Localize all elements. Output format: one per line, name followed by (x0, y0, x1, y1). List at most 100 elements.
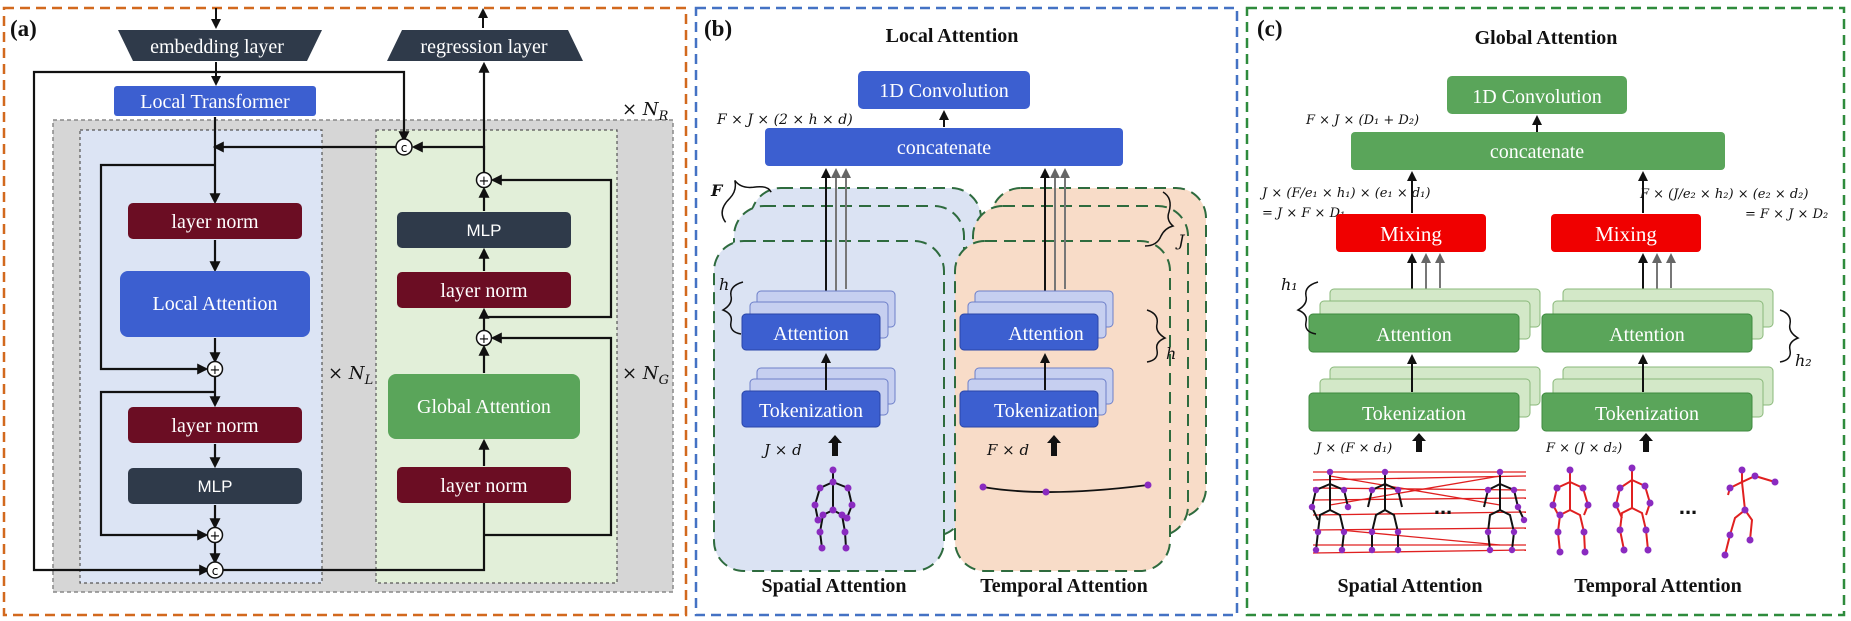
local-transformer-block (79, 129, 323, 584)
regression-layer-box (387, 30, 583, 61)
repeat-ng-label: × NG (622, 363, 669, 388)
skeleton-temporal (1549, 464, 1779, 559)
panel-c-border (1245, 6, 1846, 617)
repeat-nr-label: × NR (622, 99, 669, 124)
mlp-local-box (128, 468, 302, 504)
global-spatial-attention-label: Attention (1376, 324, 1452, 346)
global-transformer-block (375, 129, 618, 584)
global-concat-dim: F × J × (D₁ + D₂) (1305, 113, 1419, 128)
concat-node-bottom-symbol: c (212, 564, 219, 578)
mixing-temporal-label: Mixing (1595, 222, 1657, 246)
skeleton-mesh-spatial (1308, 468, 1528, 554)
layer-norm-3-label: layer norm (440, 475, 528, 497)
skeleton-spatial-joints (811, 466, 856, 552)
mlp-global-label: MLP (467, 221, 502, 240)
local-attention-label: Local Attention (153, 293, 278, 315)
concat-local-label: concatenate (897, 137, 991, 159)
spatial-tokenization-label: Tokenization (759, 400, 863, 422)
right-mixing-dim-1: F × (J/e₂ × h₂) × (e₂ × d₂) (1639, 187, 1808, 202)
conv1d-global-label: 1D Convolution (1472, 86, 1601, 108)
spatial-attention-caption: Spatial Attention (761, 575, 906, 597)
concat-local-box (765, 128, 1123, 166)
global-temporal-caption: Temporal Attention (1574, 575, 1742, 597)
conv1d-local-label: 1D Convolution (879, 80, 1008, 102)
temporal-attention-label: Attention (1008, 323, 1084, 345)
global-temporal-attention-box (1541, 313, 1753, 353)
temporal-tokenization-box (959, 390, 1099, 428)
panel-a-label: (a) (10, 16, 37, 41)
local-attention-box (120, 271, 310, 337)
add-node-2-symbol: + (210, 529, 221, 544)
add-node-1 (206, 360, 224, 378)
spatial-attention-label: Attention (773, 323, 849, 345)
panel-a-border (2, 6, 688, 617)
panel-a: (a) embedding layer regression layer Loc… (2, 6, 688, 617)
mlp-global-box (397, 212, 571, 248)
add-node-4-symbol: + (479, 174, 490, 189)
global-spatial-caption: Spatial Attention (1337, 575, 1482, 597)
conv1d-global-box (1447, 76, 1627, 114)
spatial-input-dim: J × d (761, 441, 802, 459)
panel-c: (c) Global Attention 1D Convolution F × … (1245, 6, 1846, 617)
add-node-3 (475, 329, 493, 347)
global-spatial-tokenization-box (1308, 392, 1520, 432)
f-label: F (710, 181, 724, 200)
left-mixing-dim-1: J × (F/e₁ × h₁) × (e₁ × d₁) (1259, 186, 1430, 201)
add-node-2 (206, 526, 224, 544)
j-label: J (1175, 231, 1186, 250)
layer-norm-1-label: layer norm (171, 211, 259, 233)
temporal-attention-caption: Temporal Attention (980, 575, 1148, 597)
mixing-temporal-box (1551, 214, 1701, 252)
global-attention-label: Global Attention (417, 396, 551, 418)
local-transformer-box (114, 86, 316, 116)
global-temporal-tokenization-label: Tokenization (1595, 403, 1699, 425)
temporal-attention-box (959, 313, 1099, 351)
layer-norm-2-label: layer norm (171, 415, 259, 437)
layer-norm-2 (128, 407, 302, 443)
h2-label: h₂ (1795, 351, 1812, 370)
panel-b-title: Local Attention (886, 25, 1019, 47)
local-transformer-label: Local Transformer (140, 91, 290, 113)
embedding-layer-label: embedding layer (150, 36, 284, 58)
local-concat-dim: F × J × (2 × h × d) (716, 112, 853, 128)
panel-c-title: Global Attention (1475, 27, 1618, 49)
temporal-trajectory (982, 484, 1149, 493)
layer-norm-4 (397, 272, 571, 308)
right-mixing-dim-2: = F × J × D₂ (1745, 207, 1828, 222)
h-label-spatial: h (719, 275, 729, 294)
embedding-layer-box (118, 30, 322, 61)
conv1d-local-box (858, 71, 1030, 109)
global-temporal-attention-label: Attention (1609, 324, 1685, 346)
mixing-spatial-label: Mixing (1380, 222, 1442, 246)
global-attention-box (388, 374, 580, 439)
repeat-nl-label: × NL (328, 363, 373, 388)
panel-c-label: (c) (1257, 16, 1283, 41)
layer-norm-4-label: layer norm (440, 280, 528, 302)
panel-b-label: (b) (704, 16, 732, 41)
global-temporal-tokenization-box (1541, 392, 1753, 432)
spatial-attention-box (741, 313, 881, 351)
global-spatial-tokenization-label: Tokenization (1362, 403, 1466, 425)
temporal-dots: ... (1679, 494, 1697, 519)
layer-norm-1 (128, 203, 302, 239)
panel-b: (b) Local Attention 1D Convolution F × J… (694, 6, 1239, 617)
concat-global-box (1351, 132, 1725, 170)
add-node-3-symbol: + (479, 332, 490, 347)
global-spatial-input-dim: J × (F × d₁) (1313, 441, 1392, 456)
layer-norm-3 (397, 467, 571, 503)
regression-layer-label: regression layer (420, 36, 548, 58)
add-node-1-symbol: + (210, 363, 221, 378)
add-node-4 (475, 171, 493, 189)
h-label-temporal: h (1166, 344, 1176, 363)
temporal-tokenization-label: Tokenization (994, 400, 1098, 422)
global-temporal-input-dim: F × (J × d₂) (1545, 441, 1622, 456)
spatial-tokenization-box (741, 390, 881, 428)
panel-b-border (694, 6, 1239, 617)
concat-node-top-symbol: c (401, 141, 408, 155)
global-spatial-attention-box (1308, 313, 1520, 353)
temporal-input-dim: F × d (986, 441, 1029, 459)
h1-label: h₁ (1281, 275, 1298, 294)
concat-global-label: concatenate (1490, 141, 1584, 163)
left-mixing-dim-2: = J × F × D₁ (1262, 206, 1345, 221)
